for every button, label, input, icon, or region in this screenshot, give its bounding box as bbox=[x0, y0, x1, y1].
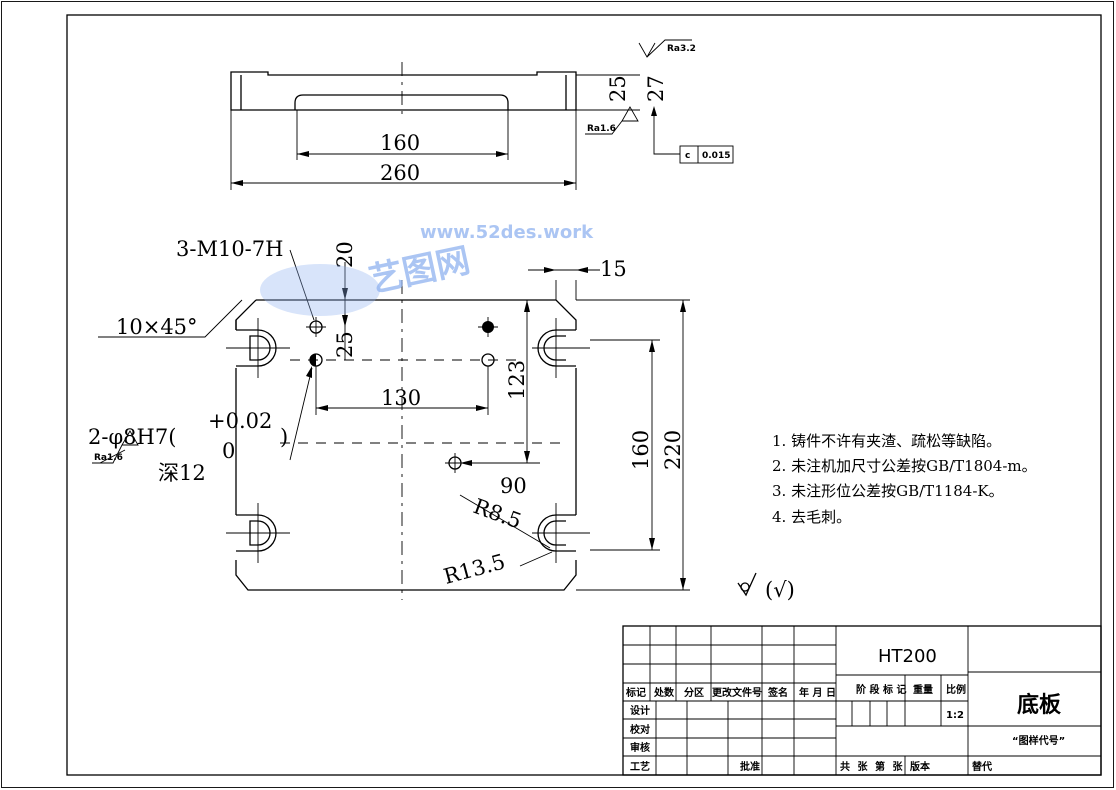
dim-90: 90 bbox=[500, 474, 527, 498]
note-2: 2. 未注机加尺寸公差按GB/T1804-m。 bbox=[772, 457, 1037, 475]
hole-tol-lower: 0 bbox=[222, 439, 235, 463]
svg-text:(√): (√) bbox=[765, 578, 795, 602]
hole-roughness: Ra1.6 bbox=[94, 453, 123, 463]
dim-123: 123 bbox=[505, 360, 529, 400]
approve-label: 批准 bbox=[740, 760, 760, 773]
sheets-label: 共 张 第 张 bbox=[840, 760, 903, 773]
svg-text:www.52des.work: www.52des.work bbox=[420, 222, 594, 243]
radius-r8-5: R8.5 bbox=[470, 494, 524, 533]
replace-label: 替代 bbox=[972, 760, 992, 773]
thread-callout: 3-M10-7H bbox=[176, 237, 283, 261]
top-view: 160 260 25 27 Ra3.2 Ra1.6 c 0.015 bbox=[230, 39, 734, 190]
role-process: 工艺 bbox=[630, 760, 650, 773]
dim-260: 260 bbox=[380, 161, 420, 185]
radius-r13-5: R13.5 bbox=[441, 549, 508, 588]
note-4: 4. 去毛刺。 bbox=[772, 508, 851, 526]
hole-tol-upper: +0.02 bbox=[208, 409, 272, 433]
dim-25: 25 bbox=[606, 75, 630, 102]
watermark: 艺图网 www.52des.work bbox=[260, 222, 594, 316]
hole-depth: 深12 bbox=[158, 461, 206, 485]
header-signature: 签名 bbox=[767, 686, 788, 699]
drawing-code: “图样代号” bbox=[1012, 734, 1065, 747]
note-3: 3. 未注形位公差按GB/T1184-K。 bbox=[772, 482, 1004, 500]
hole-tol-close: ) bbox=[280, 425, 288, 449]
scale-label: 比例 bbox=[946, 683, 966, 696]
part-name: 底板 bbox=[1017, 692, 1062, 718]
material: HT200 bbox=[878, 646, 937, 667]
roughness-top: Ra3.2 bbox=[667, 44, 696, 54]
header-count: 处数 bbox=[653, 686, 675, 699]
role-review: 审核 bbox=[630, 741, 650, 754]
dim-20: 20 bbox=[333, 241, 357, 268]
tolerance-symbol: c bbox=[685, 151, 690, 161]
scale-value: 1:2 bbox=[946, 710, 964, 721]
tolerance-value: 0.015 bbox=[702, 151, 730, 161]
header-date: 年 月 日 bbox=[799, 686, 836, 699]
role-design: 设计 bbox=[630, 704, 650, 717]
header-zone: 分区 bbox=[684, 686, 704, 699]
dim-220: 220 bbox=[661, 430, 685, 470]
roughness-bottom: Ra1.6 bbox=[587, 124, 616, 134]
role-check: 校对 bbox=[630, 723, 650, 736]
note-1: 1. 铸件不许有夹渣、疏松等缺陷。 bbox=[772, 432, 1001, 450]
technical-notes: 1. 铸件不许有夹渣、疏松等缺陷。 2. 未注机加尺寸公差按GB/T1804-m… bbox=[772, 432, 1037, 526]
title-block: HT200 底板 “图样代号” 比例 1:2 重量 阶 段 标 记 标记 处数 … bbox=[622, 625, 1102, 776]
drawing-frame bbox=[66, 14, 1102, 776]
stage-label: 阶 段 标 记 bbox=[856, 683, 906, 696]
dim-130: 130 bbox=[381, 386, 421, 410]
dim-25-front: 25 bbox=[333, 331, 357, 358]
chamfer-callout: 10×45° bbox=[116, 315, 198, 339]
weight-label: 重量 bbox=[913, 683, 933, 696]
header-mark: 标记 bbox=[625, 686, 646, 699]
svg-text:艺图网: 艺图网 bbox=[366, 240, 474, 300]
dim-15: 15 bbox=[600, 257, 627, 281]
version-label: 版本 bbox=[910, 760, 931, 773]
dim-27: 27 bbox=[644, 75, 668, 102]
dim-160: 160 bbox=[380, 131, 420, 155]
dim-160-front: 160 bbox=[629, 430, 653, 470]
header-change-doc: 更改文件号 bbox=[712, 686, 762, 699]
general-roughness-symbol: (√) bbox=[737, 572, 795, 602]
